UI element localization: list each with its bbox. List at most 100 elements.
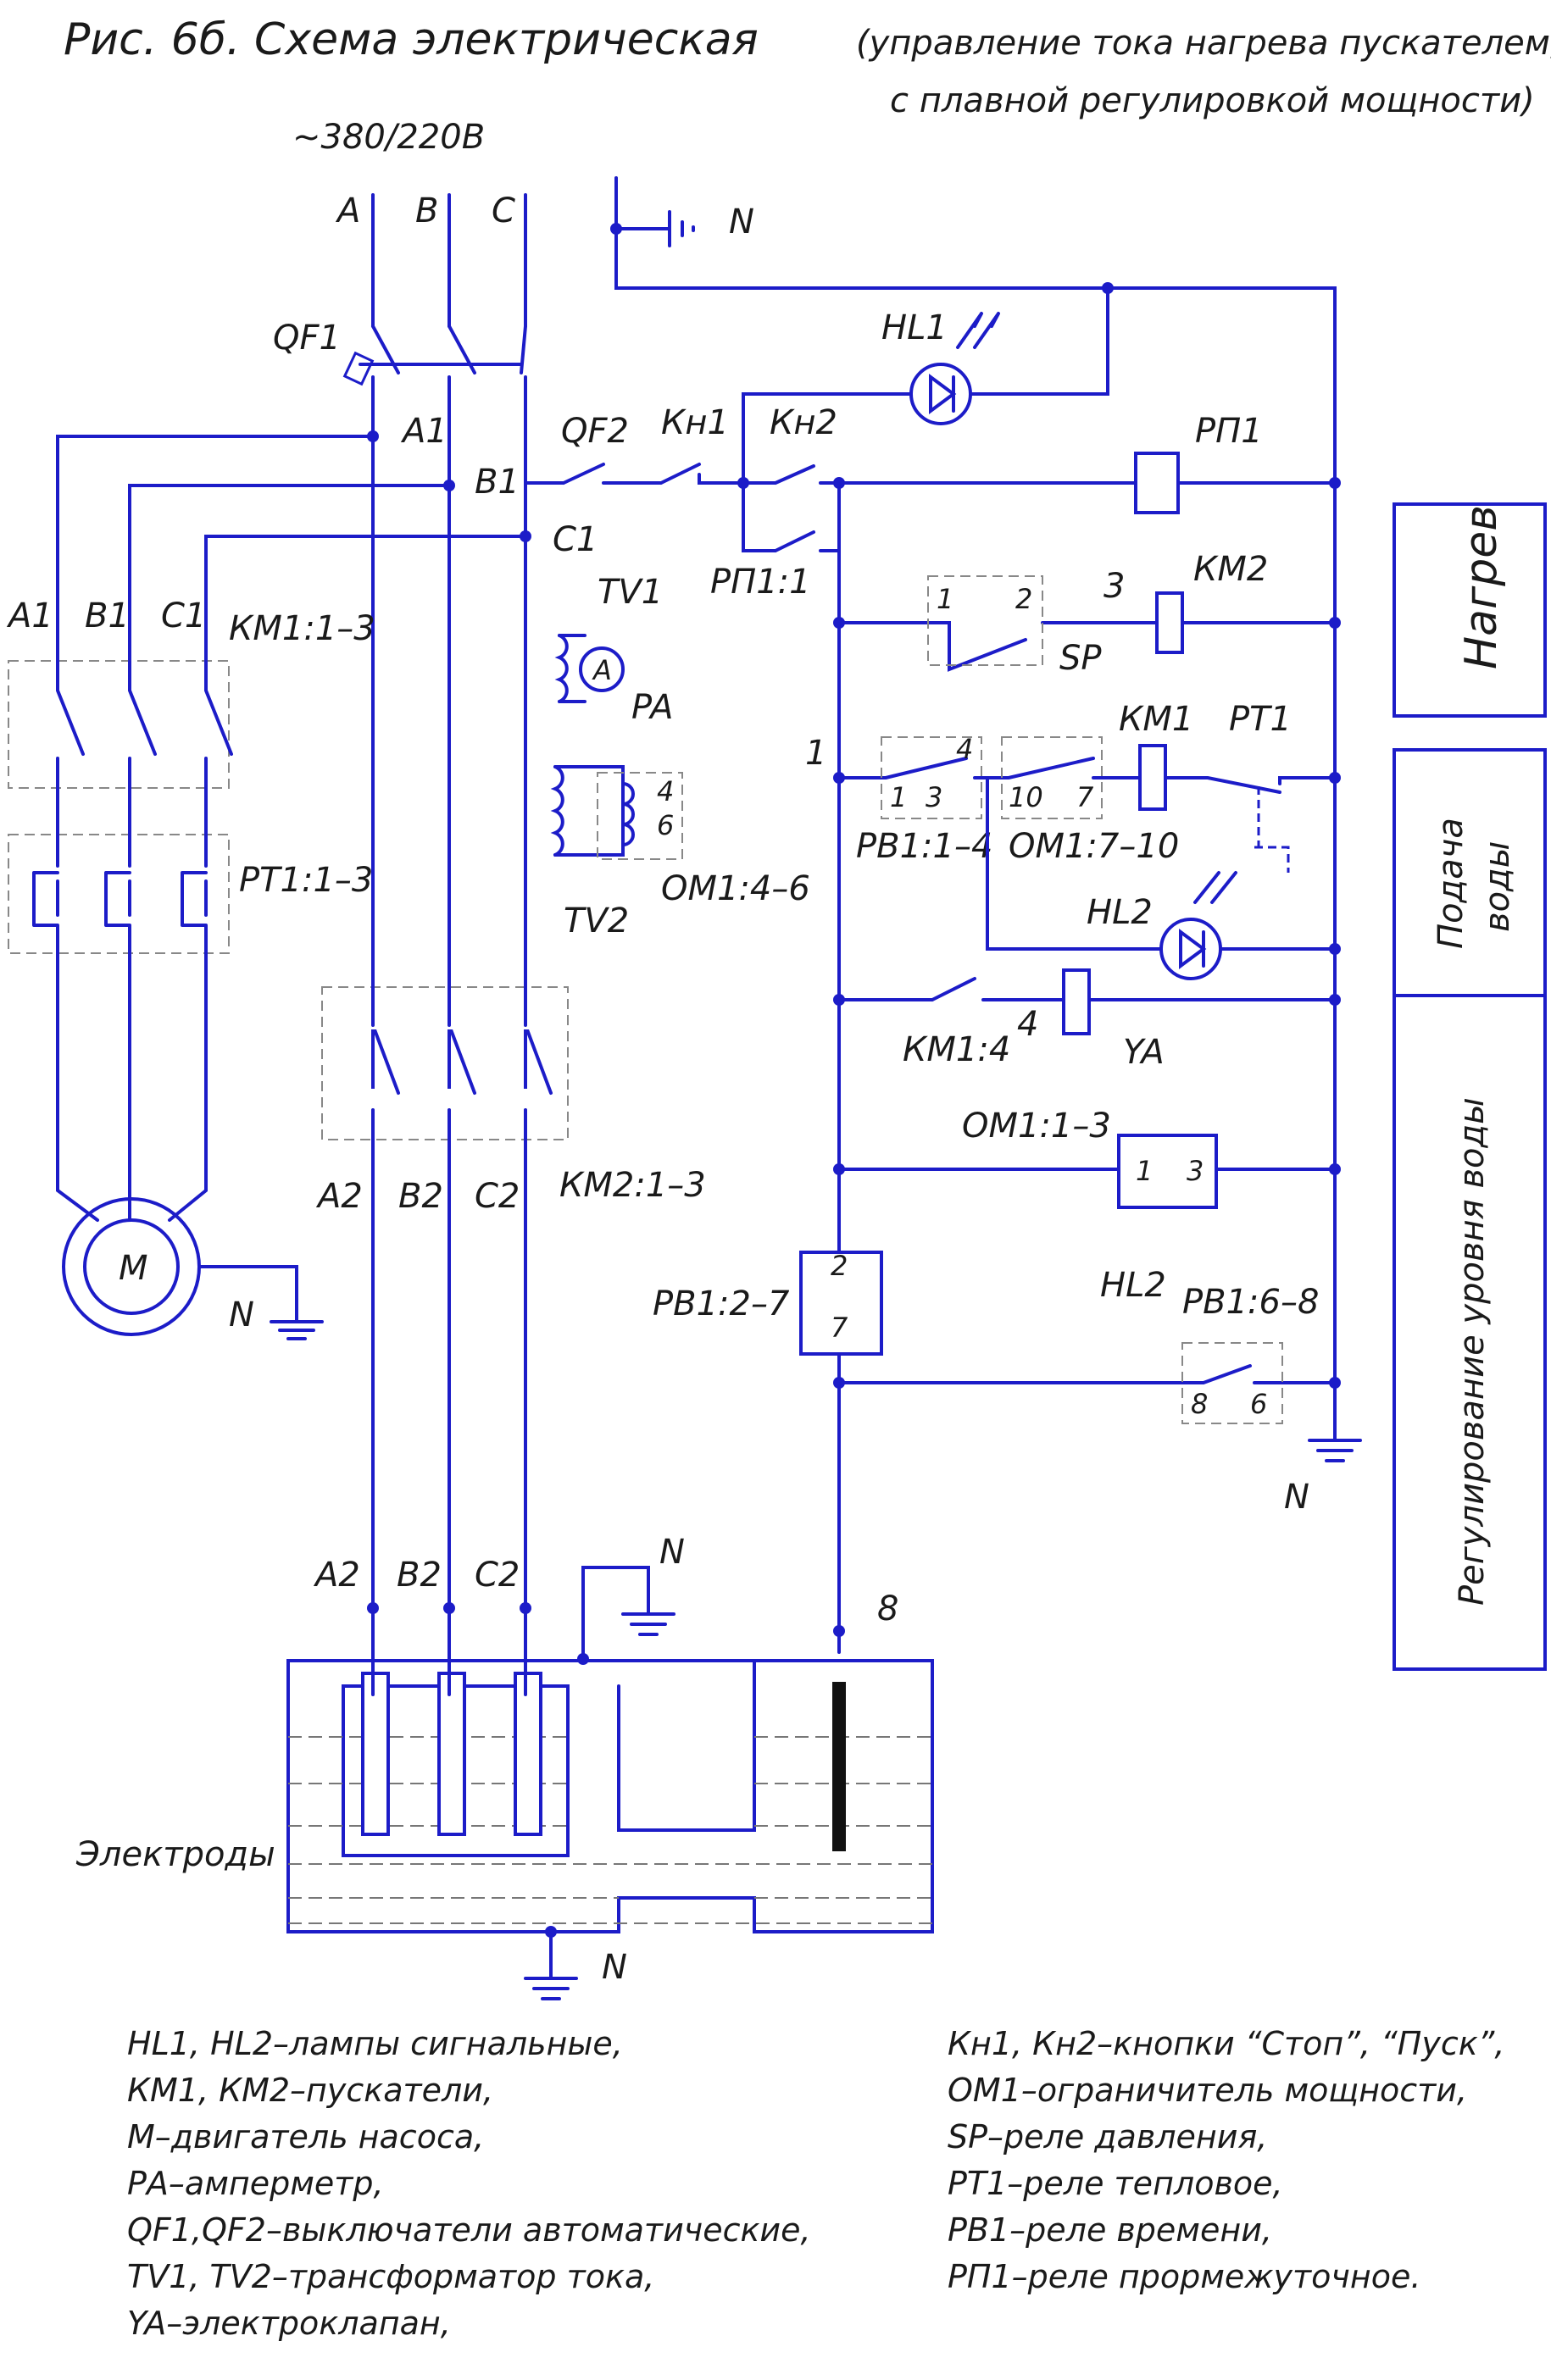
phase-c-label: C: [492, 191, 515, 230]
b1-label: B1: [475, 463, 520, 502]
om1-7-10-label: ОМ1:7–10: [1009, 827, 1179, 866]
om1-1-3-label: ОМ1:1–3: [962, 1107, 1111, 1146]
qf1-breaker: [342, 193, 527, 1696]
km2-1-3-label: КМ2:1–3: [559, 1166, 706, 1205]
kn2-label: Кн2: [770, 403, 837, 442]
node-8-label: 8: [877, 1589, 898, 1628]
legend-left: HL1, HL2–лампы сигнальные, КМ1, КМ2–пуск…: [127, 2021, 811, 2347]
legend-item: YA–электроклапан,: [127, 2305, 451, 2342]
a2-label-lower: A2: [313, 1556, 360, 1595]
b2-label-upper: B2: [398, 1177, 443, 1216]
om-1-label: 1: [1136, 1155, 1153, 1187]
bottom-neutral-label: N: [602, 1948, 627, 1987]
km1-4-label: КМ1:4: [903, 1030, 1010, 1069]
node-1-label: 1: [805, 734, 826, 773]
om-3-label: 3: [1187, 1155, 1204, 1187]
phase-b-label: B: [415, 191, 438, 230]
water-supply-label-1: Подача: [1431, 818, 1470, 949]
motor-a1-label: A1: [6, 596, 53, 635]
om-7-label: 7: [1076, 781, 1094, 813]
water-supply-label-2: воды: [1478, 841, 1517, 932]
a2-label-upper: A2: [315, 1177, 363, 1216]
legend-item: SP–реле давления,: [948, 2118, 1268, 2155]
electrodes-label: Электроды: [75, 1835, 275, 1874]
node-4-label: 4: [1017, 1005, 1038, 1044]
motor-b1-label: B1: [85, 596, 130, 635]
om-10-label: 10: [1009, 781, 1043, 813]
ya-label: YA: [1123, 1033, 1165, 1072]
pt1-1-3-label: РТ1:1–3: [239, 861, 373, 900]
legend-item: ОМ1–ограничитель мощности,: [948, 2072, 1468, 2109]
pt1-label: РТ1: [1229, 700, 1292, 739]
om-4-label: 4: [657, 775, 674, 807]
rv-2-label: 2: [831, 1250, 848, 1282]
legend-right: Кн1, Кн2–кнопки “Стоп”, “Пуск”, ОМ1–огра…: [948, 2021, 1504, 2300]
rv-8-label: 8: [1191, 1388, 1208, 1420]
ammeter-symbol: A: [592, 654, 612, 686]
legend-item: РВ1–реле времени,: [948, 2211, 1272, 2249]
qf1-label: QF1: [273, 319, 341, 358]
hl2-b-label: HL2: [1100, 1266, 1166, 1305]
c2-label-upper: C2: [475, 1177, 520, 1216]
om1-4-6-label: ОМ1:4–6: [661, 869, 810, 908]
motor-c1-label: C1: [161, 596, 206, 635]
right-neutral-label: N: [1284, 1478, 1309, 1517]
supply-voltage: ~380/220В: [292, 118, 485, 157]
pump-motor: M: [62, 1197, 324, 1340]
node-3-label: 3: [1103, 567, 1125, 606]
legend-item: Кн1, Кн2–кнопки “Стоп”, “Пуск”,: [948, 2025, 1505, 2062]
side-panel: [1393, 502, 1547, 1671]
pa-label: PA: [631, 688, 674, 727]
c1-label: C1: [553, 520, 598, 559]
legend-item: РТ1–реле тепловое,: [948, 2165, 1283, 2202]
km1-label: КМ1: [1119, 700, 1193, 739]
qf2-label: QF2: [561, 412, 629, 451]
tv2-current-transformer: 4 6: [550, 765, 683, 860]
legend-item: КМ1, КМ2–пускатели,: [127, 2072, 494, 2109]
legend-item: РА–амперметр,: [127, 2165, 384, 2202]
sp-label: SP: [1059, 639, 1102, 678]
rp1-1-label: РП1:1: [710, 563, 811, 602]
electrode-boiler: [286, 1659, 934, 1933]
rv1-2-7-label: РВ1:2–7: [653, 1284, 790, 1323]
figure-title: Рис. 6б. Схема электрическая: [64, 14, 759, 65]
sp-2-label: 2: [1015, 583, 1032, 615]
hl2-label: HL2: [1087, 893, 1153, 932]
sp-1-label: 1: [937, 583, 953, 615]
figure-subtitle-line2: с плавной регулировкой мощности): [890, 81, 1535, 120]
tv2-label: TV2: [564, 902, 629, 940]
rv-1-label: 1: [890, 781, 907, 813]
a1-label: A1: [400, 412, 448, 451]
rv-6-label: 6: [1250, 1388, 1267, 1420]
rv-3-label: 3: [926, 781, 942, 813]
tv1-label: TV1: [598, 573, 663, 612]
rv1-6-8-label: РВ1:6–8: [1182, 1283, 1319, 1322]
rv-7-label: 7: [831, 1312, 848, 1344]
top-neutral-label: N: [729, 202, 754, 241]
legend-item: РП1–реле прормежуточное.: [948, 2258, 1421, 2295]
om-6-label: 6: [657, 809, 674, 841]
b2-label-lower: B2: [397, 1556, 442, 1595]
figure-subtitle-line1: (управление тока нагрева пускателем,: [856, 24, 1551, 63]
legend-item: TV1, TV2–трансформатор тока,: [127, 2258, 655, 2295]
motor-label: M: [119, 1249, 148, 1288]
rp1-label: РП1: [1195, 412, 1263, 451]
km2-label: КМ2: [1193, 550, 1268, 589]
rv1-1-4-label: РВ1:1–4: [856, 827, 992, 866]
legend-item: QF1,QF2–выключатели автоматические,: [127, 2211, 811, 2249]
pt1-thermal-contacts: [8, 833, 230, 955]
km1-1-3-label: КМ1:1–3: [229, 609, 375, 648]
heating-panel-label: Нагрев: [1456, 505, 1507, 669]
km1-contacts: [8, 659, 233, 836]
rv-4-label: 4: [956, 733, 973, 765]
phase-a-label: A: [335, 191, 360, 230]
c2-label-lower: C2: [475, 1556, 520, 1595]
legend-item: HL1, HL2–лампы сигнальные,: [127, 2025, 623, 2062]
km2-contacts: [321, 985, 569, 1141]
kn1-label: Кн1: [661, 403, 729, 442]
legend-item: М–двигатель насоса,: [127, 2118, 485, 2155]
tv1-current-transformer: A: [554, 634, 625, 703]
level-control-label: Регулирование уровня воды: [1453, 1097, 1492, 1606]
boiler-neutral-label: N: [659, 1533, 685, 1572]
